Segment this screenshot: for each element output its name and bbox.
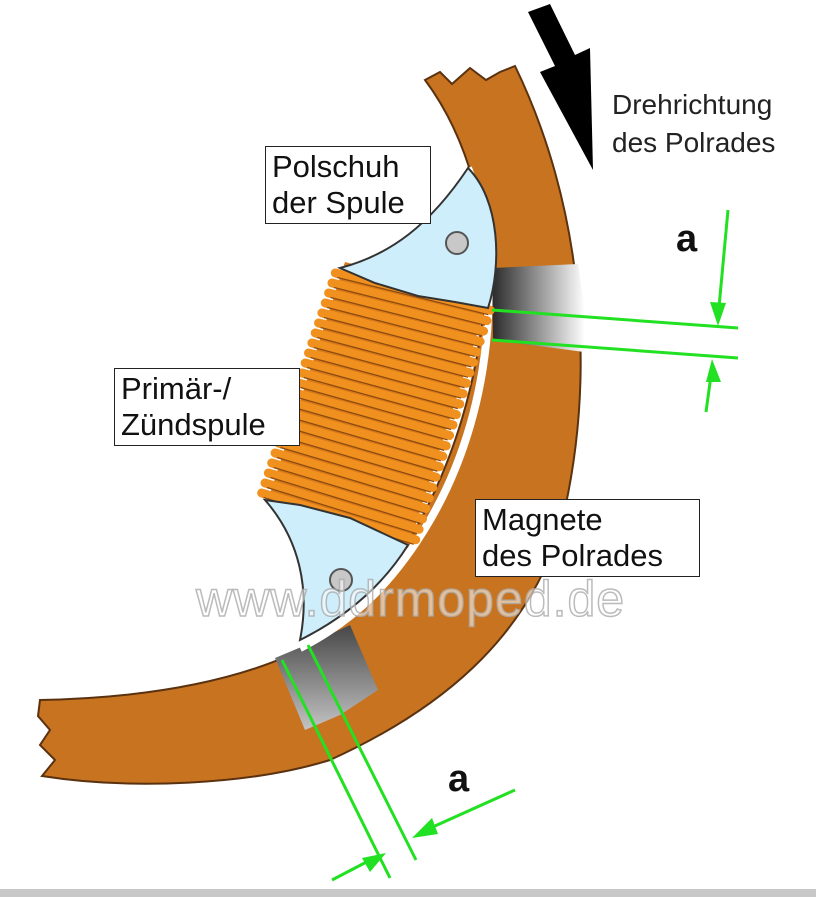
coil-winding-outline	[293, 406, 445, 451]
arrowhead-bottom-1	[412, 818, 438, 838]
coil-winding	[267, 458, 431, 513]
coil-winding	[307, 338, 472, 388]
rotation-direction-label: Drehrichtung des Polrades	[612, 86, 775, 162]
coil-label-line1: Primär-/	[121, 371, 232, 406]
coil-winding-outline	[317, 336, 469, 378]
rotation-arrow-icon	[528, 4, 593, 170]
coil-winding-outline	[300, 386, 452, 431]
arrowhead-top-2	[706, 359, 721, 382]
arrowhead-top-1	[710, 302, 726, 326]
coil-winding	[300, 358, 465, 409]
coil-winding-outline	[337, 276, 489, 316]
magnet-bottom	[275, 625, 378, 730]
coil-winding-outline	[307, 366, 458, 410]
coil-winding	[263, 468, 427, 524]
coil-winding	[297, 368, 461, 420]
magnet-top	[492, 264, 585, 352]
coil-winding	[273, 438, 438, 493]
coil-winding	[314, 318, 478, 367]
coil-winding-outline	[303, 376, 455, 420]
coil-winding	[283, 408, 448, 461]
gap-label-bottom: a	[448, 758, 470, 800]
coil-winding-outline	[286, 426, 438, 472]
coil-winding	[270, 448, 434, 503]
bottom-border	[0, 889, 816, 897]
coil-winding-outline	[266, 486, 418, 535]
rivet-lower	[329, 568, 353, 592]
coil-winding-outline	[296, 396, 448, 441]
coil-winding-outline	[323, 316, 475, 358]
coil-winding	[277, 428, 441, 482]
coil-winding	[304, 348, 468, 399]
coil-winding-outline	[270, 476, 421, 524]
coil-winding-outline	[330, 296, 482, 337]
pole-shoe-label-line1: Polschuh	[272, 149, 400, 184]
coil-winding-outline	[320, 326, 472, 368]
coil-winding-outline	[310, 356, 462, 399]
coil-winding	[280, 418, 444, 472]
rotation-label-line2: des Polrades	[612, 127, 776, 158]
coil-winding	[290, 388, 455, 440]
coil-label: Primär-/ Zündspule	[114, 368, 300, 446]
rivet-upper	[445, 231, 469, 255]
coil-winding	[327, 278, 492, 326]
coil-winding-outline	[280, 446, 431, 493]
coil-winding-outline	[290, 416, 441, 462]
coil-winding	[317, 308, 482, 357]
magnets-label-line2: des Polrades	[482, 538, 663, 573]
coil-winding	[324, 288, 489, 336]
coil-winding-outline	[276, 456, 428, 504]
pole-shoe-label-line2: der Spule	[272, 185, 405, 220]
gap-label-top: a	[676, 218, 698, 260]
gap-dimension-top	[491, 209, 739, 413]
watermark: www.ddrmoped.de	[195, 570, 626, 628]
pole-shoe-label: Polschuh der Spule	[265, 146, 431, 224]
coil-winding	[294, 378, 458, 430]
arrowhead-bottom-2	[362, 853, 386, 872]
coil-winding	[320, 298, 485, 347]
coil-winding	[260, 478, 424, 534]
ignition-coil-windings	[257, 262, 495, 548]
magnets-label: Magnete des Polrades	[475, 499, 700, 577]
rotation-label-line1: Drehrichtung	[612, 89, 773, 120]
coil-winding-outline	[333, 286, 486, 326]
magnets-label-line1: Magnete	[482, 502, 603, 537]
coil-winding	[287, 398, 451, 451]
coil-winding-outline	[327, 306, 479, 347]
coil-label-line2: Zündspule	[121, 407, 266, 442]
coil-winding-outline	[283, 436, 435, 483]
coil-winding	[310, 328, 475, 378]
coil-winding-outline	[273, 466, 425, 514]
coil-winding-outline	[313, 346, 465, 389]
